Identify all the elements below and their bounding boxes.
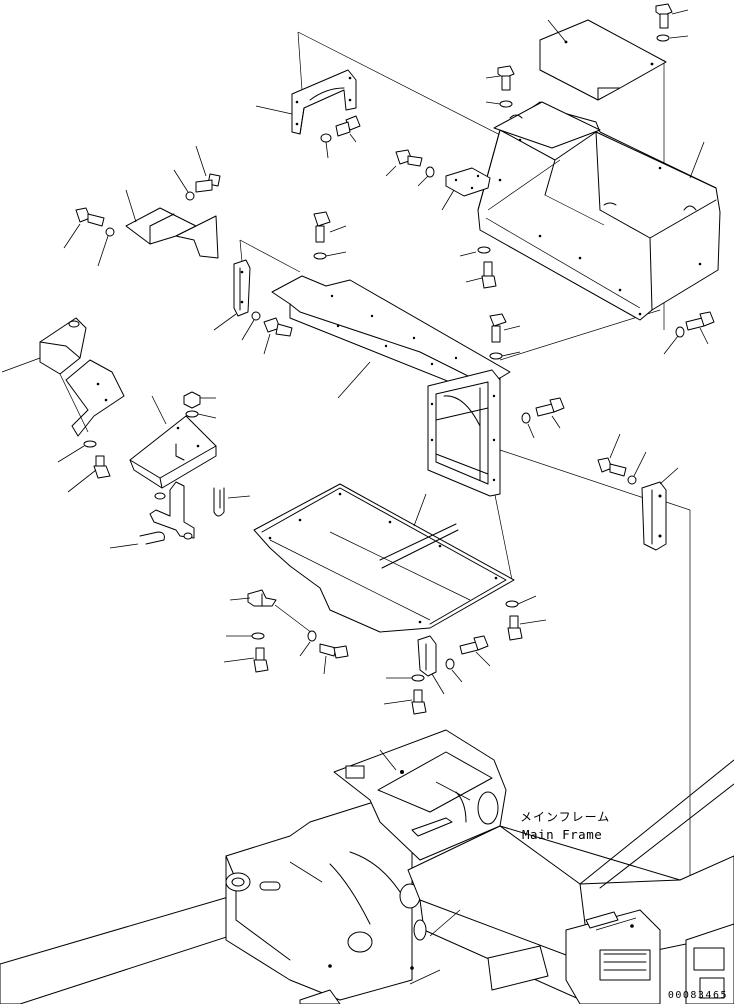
washer bbox=[675, 326, 685, 338]
drawing-number: 00083465 bbox=[667, 990, 728, 1001]
washer bbox=[505, 600, 519, 608]
bolt bbox=[485, 65, 515, 91]
main-frame-label-jp: メインフレーム bbox=[520, 810, 611, 824]
bolt bbox=[685, 311, 715, 345]
washer bbox=[627, 475, 637, 485]
vertical-bracket-right bbox=[641, 467, 679, 551]
small-hood-cover bbox=[125, 189, 219, 259]
bolt bbox=[535, 397, 565, 429]
washer bbox=[105, 227, 115, 237]
l-bracket-left bbox=[229, 589, 277, 607]
bolt bbox=[313, 211, 347, 243]
washer bbox=[411, 674, 425, 682]
bolt bbox=[263, 317, 293, 355]
bolt bbox=[465, 261, 497, 289]
washer bbox=[425, 166, 435, 178]
washer bbox=[521, 412, 531, 424]
u-bolt bbox=[213, 487, 225, 517]
washer bbox=[320, 133, 332, 143]
washer bbox=[313, 252, 327, 260]
bolt bbox=[489, 313, 521, 343]
box-frame bbox=[427, 369, 501, 497]
l-bracket-right bbox=[417, 635, 445, 695]
bolt bbox=[195, 145, 221, 193]
washer bbox=[477, 246, 491, 254]
vertical-bracket bbox=[213, 259, 251, 331]
small-mount-plate bbox=[441, 167, 491, 211]
box-cover bbox=[477, 101, 721, 321]
bolt bbox=[67, 455, 111, 493]
bolt bbox=[655, 3, 689, 29]
bolt bbox=[459, 635, 491, 667]
bolt bbox=[63, 207, 105, 249]
bolt bbox=[335, 115, 361, 143]
under-cover-plate bbox=[253, 483, 515, 633]
bolt bbox=[223, 647, 269, 673]
step-plate bbox=[129, 395, 217, 489]
washer bbox=[499, 100, 513, 108]
washer bbox=[83, 440, 97, 448]
small-cover-plate bbox=[539, 19, 667, 101]
washer bbox=[656, 34, 670, 42]
angle-bracket-top bbox=[255, 69, 357, 135]
washer bbox=[251, 311, 261, 321]
nut bbox=[183, 391, 201, 409]
washer bbox=[445, 658, 455, 670]
bolts bbox=[57, 3, 715, 715]
washer bbox=[489, 352, 503, 360]
step-bracket-leg bbox=[149, 481, 195, 540]
tilted-bracket-left bbox=[1, 317, 125, 437]
washer bbox=[185, 410, 199, 418]
bolt bbox=[383, 689, 427, 715]
bolt bbox=[507, 615, 547, 641]
assembly-guide-lines bbox=[239, 31, 691, 890]
washer bbox=[307, 630, 317, 642]
u-bolt bbox=[139, 531, 165, 545]
bolt bbox=[385, 149, 423, 177]
bolt bbox=[597, 433, 627, 477]
washer bbox=[185, 191, 195, 201]
main-frame-label-en: Main Frame bbox=[522, 827, 603, 842]
bolt bbox=[319, 643, 349, 675]
main-frame bbox=[0, 729, 734, 1004]
washer bbox=[251, 632, 265, 640]
